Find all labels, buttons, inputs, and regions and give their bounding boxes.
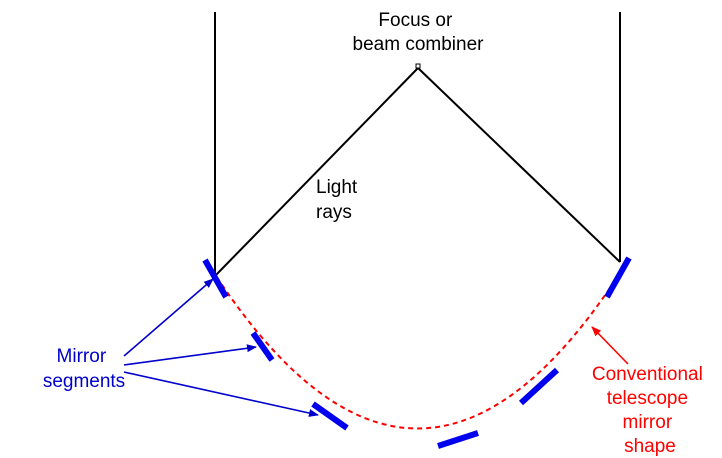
mirror-segment (202, 258, 229, 299)
conventional-mirror-label-line-3: mirror (623, 412, 673, 433)
focus-label-line-1: Focus or (378, 10, 453, 31)
mirror-segment (311, 401, 349, 431)
light-rays-label: Light rays (316, 177, 362, 223)
mirror-segment (250, 331, 275, 362)
conventional-mirror-label-line-1: Conventional (592, 364, 703, 385)
mirror-segments-label-line-2: segments (43, 371, 125, 392)
conventional-mirror-label-line-4: shape (624, 436, 676, 457)
segment-arrow (123, 344, 257, 366)
conventional-arrow (591, 326, 629, 365)
mirror-segments-label: Mirror segments (43, 346, 125, 392)
mirror-segment (518, 367, 560, 406)
focus-label-line-2: beam combiner (353, 34, 485, 55)
light-rays-label-line-1: Light (316, 177, 358, 198)
conventional-mirror-label: Conventional telescope mirror shape (592, 364, 708, 457)
conventional-mirror-label-line-2: telescope (607, 388, 688, 409)
light-rays-label-line-2: rays (316, 202, 352, 223)
mirror-segments-label-line-1: Mirror (57, 346, 107, 367)
left-reflected-ray (214, 67, 419, 277)
segment-arrow (123, 278, 214, 357)
focus-label: Focus or beam combiner (353, 10, 485, 55)
mirror-segment (437, 430, 479, 449)
right-reflected-ray (417, 67, 621, 263)
conventional-mirror-curve (206, 261, 628, 430)
mirror-segment (604, 256, 632, 299)
segment-arrow (123, 371, 319, 417)
focus-point (415, 63, 421, 69)
